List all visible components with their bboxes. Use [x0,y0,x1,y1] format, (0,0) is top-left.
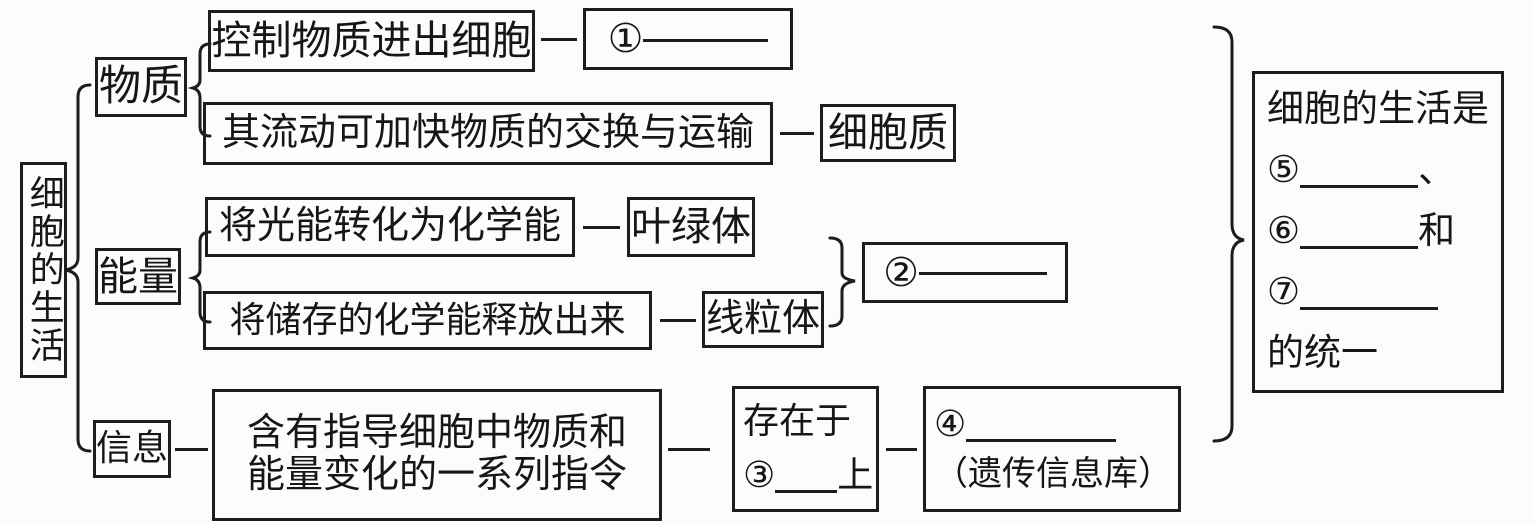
blank-3-number: ③ [743,455,776,496]
blank-4-number: ④ [934,403,967,445]
conclusion-line1: 细胞的生活是 [1267,88,1489,130]
branch-info-label: 信息 [96,428,169,469]
branch-node-info: 信息 [93,420,171,478]
connector-row3 [583,226,620,229]
node-cytoplasm-label: 细胞质 [828,110,948,155]
node-genetic-info-bank: ④ （遗传信息库） [923,386,1181,512]
connector-info-1 [175,448,208,451]
node-cytoplasm-flow-label: 其流动可加快物质的交换与运输 [221,111,754,154]
energy-brace [187,230,212,324]
blank-1-underline [643,37,769,42]
blank-5-underline [1300,183,1419,188]
blank-node-5: ⑤、 [1267,147,1456,192]
branch-matter-label: 物质 [98,63,183,110]
blank-6-suffix: 和 [1418,211,1456,253]
connector-info-3 [886,448,917,451]
connector-row4 [660,319,696,322]
node-chloroplast-label: 叶绿体 [631,204,751,249]
blank-5-number: ⑤ [1267,147,1301,191]
exists-on-line1: 存在于 [743,401,852,442]
blank-7-number: ⑦ [1267,270,1301,314]
blank-3-underline [775,488,838,493]
node-light-to-chemical: 将光能转化为化学能 [205,197,575,257]
node-mitochondria-label: 线粒体 [705,297,820,340]
node-release-energy-label: 将储存的化学能释放出来 [229,299,626,340]
connector-info-2 [668,448,710,451]
blank-4-underline [966,437,1117,442]
connector-row1 [541,38,577,41]
matter-brace [187,42,212,138]
root-node-cell-life: 细胞的生活 [20,162,67,378]
node-cytoplasm-flow: 其流动可加快物质的交换与运输 [203,102,773,165]
root-label: 细胞的生活 [24,175,64,365]
blank-2-number: ② [883,249,919,296]
blank-7-underline [1300,305,1439,311]
energy-close-brace [828,236,856,328]
node-chloroplast: 叶绿体 [627,197,755,257]
blank-2-underline [918,270,1047,275]
node-membrane-function-label: 控制物质进出细胞 [211,18,532,63]
node-mitochondria: 线粒体 [702,291,824,348]
blank-node-2: ② [862,242,1068,303]
connector-row2 [780,132,814,135]
main-brace [64,83,92,453]
blank-node-4: ④ [934,403,1117,445]
blank-3-suffix: 上 [837,455,874,495]
conclusion-brace [1212,25,1245,443]
blank-6-underline [1300,244,1419,250]
blank-5-suffix: 、 [1418,149,1456,191]
node-genetic-instructions: 含有指导细胞中物质和 能量变化的一系列指令 [212,389,662,521]
conclusion-last-line: 的统一 [1267,332,1378,374]
node-cytoplasm: 细胞质 [820,104,956,162]
genetic-instructions-line2: 能量变化的一系列指令 [246,454,627,496]
blank-node-1: ① [583,8,793,70]
branch-energy-label: 能量 [98,253,178,299]
branch-node-energy: 能量 [95,248,181,305]
branch-node-matter: 物质 [95,57,187,117]
blank-node-7: ⑦ [1267,270,1439,314]
genetic-instructions-line1: 含有指导细胞中物质和 [246,412,627,455]
node-release-energy: 将储存的化学能释放出来 [203,291,652,350]
node-light-to-chemical-label: 将光能转化为化学能 [218,205,561,248]
node-membrane-function: 控制物质进出细胞 [208,10,535,72]
blank-1-number: ① [607,16,644,62]
genetic-info-bank-note: （遗传信息库） [934,456,1172,494]
blank-6-number: ⑥ [1267,209,1301,253]
